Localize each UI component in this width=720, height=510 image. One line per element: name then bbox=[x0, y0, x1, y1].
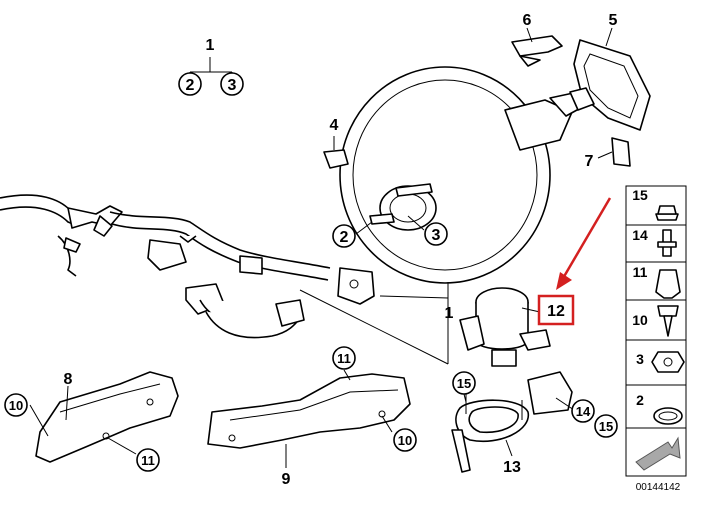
callout-11-left: 11 bbox=[136, 448, 160, 472]
parts-legend: 15 14 11 10 3 2 bbox=[625, 185, 687, 477]
legend-label-5: 2 bbox=[636, 392, 644, 408]
legend-label-4: 3 bbox=[636, 351, 644, 367]
callout-10-mid: 10 bbox=[393, 428, 417, 452]
callout-2-top: 2 bbox=[178, 72, 202, 96]
leader-lines bbox=[29, 27, 613, 468]
label-5: 5 bbox=[609, 12, 618, 29]
callout-14: 14 bbox=[571, 399, 595, 423]
vacuum-pump bbox=[459, 287, 551, 367]
hex-nut-icon bbox=[651, 351, 685, 373]
image-code: 00144142 bbox=[636, 482, 681, 493]
label-13: 13 bbox=[503, 459, 521, 476]
callout-3-top: 3 bbox=[220, 72, 244, 96]
callout-3-booster: 3 bbox=[424, 222, 448, 246]
label-6: 6 bbox=[523, 12, 532, 29]
label-12: 12 bbox=[547, 303, 565, 320]
label-11-left: 11 bbox=[141, 453, 155, 468]
direction-arrow-icon bbox=[635, 436, 681, 471]
label-2-top: 2 bbox=[186, 77, 195, 94]
grommet-4 bbox=[323, 149, 349, 169]
callout-15-b: 15 bbox=[594, 414, 618, 438]
legend-label-1: 14 bbox=[632, 227, 648, 243]
label-3-booster: 3 bbox=[432, 227, 441, 244]
callout-12-highlighted: 12 bbox=[537, 294, 575, 326]
red-arrow bbox=[556, 197, 612, 290]
legend-label-3: 10 bbox=[632, 312, 648, 328]
pump-bracket bbox=[451, 371, 573, 473]
callout-1-top: 1 bbox=[206, 37, 215, 54]
label-4: 4 bbox=[330, 117, 339, 134]
clip-nut-icon bbox=[655, 269, 681, 299]
heat-shield-8 bbox=[35, 371, 179, 463]
label-15-a: 15 bbox=[457, 376, 471, 391]
brake-booster bbox=[339, 66, 589, 284]
label-10-left: 10 bbox=[9, 398, 23, 413]
label-1-booster: 1 bbox=[445, 305, 454, 322]
label-10-mid: 10 bbox=[398, 433, 412, 448]
label-8: 8 bbox=[64, 371, 73, 388]
gasket-and-clips bbox=[511, 35, 651, 167]
label-1-top: 1 bbox=[206, 37, 215, 54]
label-11-mid: 11 bbox=[337, 351, 351, 366]
callout-2-booster: 2 bbox=[332, 224, 356, 248]
screw-icon bbox=[657, 305, 679, 317]
label-7: 7 bbox=[585, 153, 594, 170]
callout-11-mid: 11 bbox=[332, 346, 356, 370]
label-9: 9 bbox=[282, 471, 291, 488]
label-15-b: 15 bbox=[599, 419, 613, 434]
legend-label-0: 15 bbox=[632, 187, 648, 203]
heat-shield-9 bbox=[207, 373, 411, 449]
label-2-booster: 2 bbox=[340, 229, 349, 246]
legend-label-2: 11 bbox=[633, 264, 648, 280]
o-ring-icon bbox=[653, 407, 683, 425]
vacuum-hose-assembly bbox=[0, 194, 375, 339]
label-3-top: 3 bbox=[228, 77, 237, 94]
flange-nut-icon bbox=[655, 213, 679, 221]
label-14: 14 bbox=[576, 404, 591, 419]
callout-15-a: 15 bbox=[452, 371, 476, 395]
callout-10-left: 10 bbox=[4, 393, 28, 417]
